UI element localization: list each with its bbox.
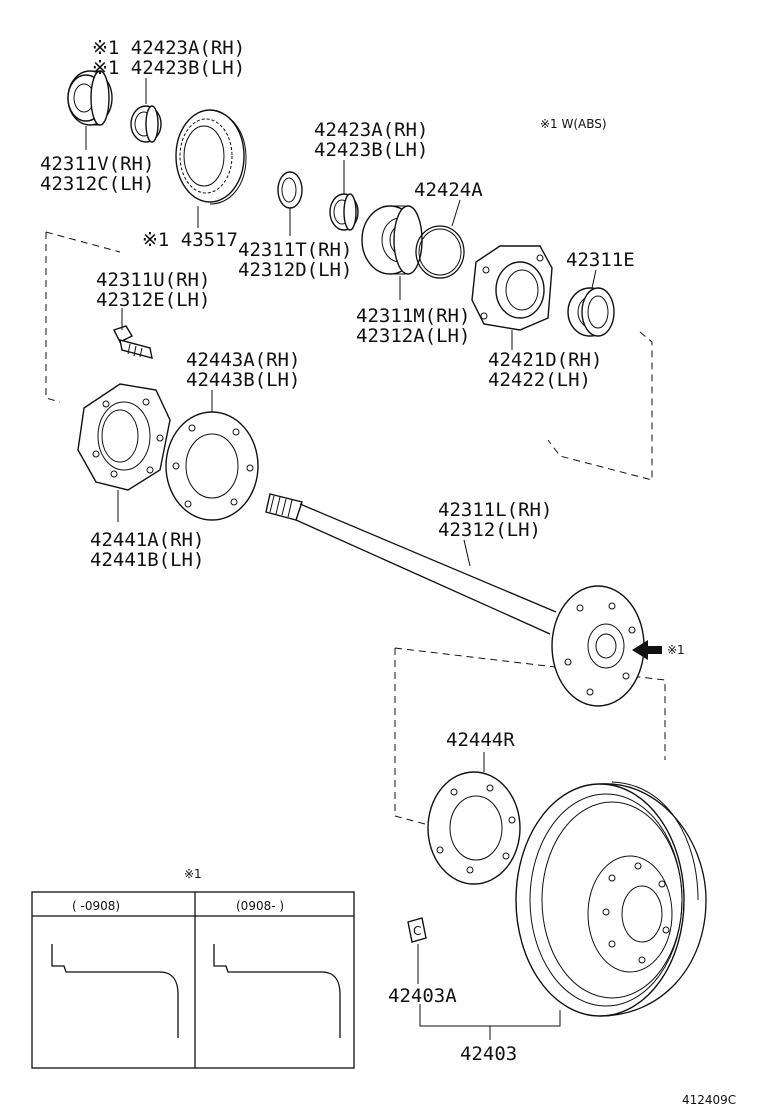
label-bearing-lh: 42312A(LH) (356, 325, 470, 347)
bearing-housing-part (471, 245, 553, 331)
label-bolt-lh: 42312E(LH) (96, 289, 210, 311)
part-labels: ※1 42423A(RH) ※1 42423B(LH) 42311V(RH) 4… (40, 37, 736, 1107)
label-oil-seal-inner-lh: 42423B(LH) (314, 139, 428, 161)
label-bearing-housing-lh: 42422(LH) (488, 369, 591, 391)
svg-text:42423B(LH): 42423B(LH) (314, 139, 428, 161)
label-drawing-number: 412409C (682, 1093, 736, 1107)
spacer-part (277, 171, 303, 209)
label-bearing-rh: 42311M(RH) (356, 305, 470, 327)
svg-text:42443A(RH): 42443A(RH) (186, 349, 300, 371)
brake-drum-part (515, 781, 707, 1017)
gasket-r-part (427, 771, 521, 885)
label-spacer-rh: 42311T(RH) (238, 239, 352, 261)
label-backing-plate-rh: 42441A(RH) (90, 529, 204, 551)
axle-shaft-part (265, 493, 645, 707)
label-note-w-abs: ※1 W(ABS) (540, 117, 607, 131)
svg-text:C: C (413, 924, 421, 938)
label-inset-marker: ※1 (184, 867, 202, 881)
svg-text:42441B(LH): 42441B(LH) (90, 549, 204, 571)
svg-text:※1 42423B(LH): ※1 42423B(LH) (92, 57, 245, 79)
svg-text:42311E: 42311E (566, 249, 635, 271)
c-mark-icon: C (407, 917, 427, 943)
svg-text:42424A: 42424A (414, 179, 483, 201)
label-hub-marker: ※1 (667, 643, 685, 657)
label-oil-seal-outer-rh: ※1 42423A(RH) (92, 37, 245, 59)
label-oil-seal-outer-lh: ※1 42423B(LH) (92, 57, 245, 79)
svg-text:42311M(RH): 42311M(RH) (356, 305, 470, 327)
svg-text:42311U(RH): 42311U(RH) (96, 269, 210, 291)
label-axle-shaft-lh: 42312(LH) (438, 519, 541, 541)
arrow-left-icon (632, 640, 662, 660)
label-bearing-housing-rh: 42421D(RH) (488, 349, 602, 371)
svg-text:42443B(LH): 42443B(LH) (186, 369, 300, 391)
svg-text:※1 W(ABS): ※1 W(ABS) (540, 117, 607, 131)
svg-text:42311V(RH): 42311V(RH) (40, 153, 154, 175)
svg-text:※1: ※1 (184, 867, 202, 881)
label-inset-col-right: (0908- ) (236, 899, 284, 913)
svg-text:※1 42423A(RH): ※1 42423A(RH) (92, 37, 245, 59)
svg-text:42422(LH): 42422(LH) (488, 369, 591, 391)
svg-text:42444R: 42444R (446, 729, 515, 751)
label-axle-shaft-rh: 42311L(RH) (438, 499, 552, 521)
hub-bolt-part (113, 325, 153, 359)
svg-text:42311T(RH): 42311T(RH) (238, 239, 352, 261)
label-backing-plate-lh: 42441B(LH) (90, 549, 204, 571)
svg-text:42312D(LH): 42312D(LH) (238, 259, 352, 281)
label-gasket-r: 42444R (446, 729, 515, 751)
svg-text:42403A: 42403A (388, 985, 457, 1007)
snap-ring-part (415, 225, 465, 279)
svg-text:42403: 42403 (460, 1043, 517, 1065)
svg-text:42312A(LH): 42312A(LH) (356, 325, 470, 347)
label-cap: 42403A (388, 985, 457, 1007)
inset-panel (31, 891, 355, 1069)
svg-text:42421D(RH): 42421D(RH) (488, 349, 602, 371)
label-gasket-plate-rh: 42443A(RH) (186, 349, 300, 371)
oil-seal-outer-part (67, 70, 113, 126)
svg-text:412409C: 412409C (682, 1093, 736, 1107)
leader-lines (85, 78, 597, 1040)
label-inset-col-left: ( -0908) (72, 899, 120, 913)
svg-text:42312(LH): 42312(LH) (438, 519, 541, 541)
label-abs-rotor: ※1 43517 (142, 229, 238, 251)
label-bolt-rh: 42311U(RH) (96, 269, 210, 291)
backing-plate-part (77, 383, 171, 491)
bearing-part (361, 205, 423, 275)
svg-text:(0908- ): (0908- ) (236, 899, 284, 913)
label-retainer-outer-lh: 42312C(LH) (40, 173, 154, 195)
gasket-plate-part (165, 411, 259, 521)
label-spacer-lh: 42312D(LH) (238, 259, 352, 281)
label-retainer-e: 42311E (566, 249, 635, 271)
svg-text:( -0908): ( -0908) (72, 899, 120, 913)
label-drum: 42403 (460, 1043, 517, 1065)
oil-seal-inner-part (329, 193, 359, 231)
svg-text:42441A(RH): 42441A(RH) (90, 529, 204, 551)
seal-ring-outer-part (130, 105, 162, 143)
label-oil-seal-inner-rh: 42423A(RH) (314, 119, 428, 141)
assembly-guides (45, 231, 666, 829)
label-gasket-plate-lh: 42443B(LH) (186, 369, 300, 391)
svg-text:42312C(LH): 42312C(LH) (40, 173, 154, 195)
svg-text:42423A(RH): 42423A(RH) (314, 119, 428, 141)
label-retainer-outer-rh: 42311V(RH) (40, 153, 154, 175)
svg-text:42311L(RH): 42311L(RH) (438, 499, 552, 521)
svg-text:※1: ※1 (667, 643, 685, 657)
svg-text:42312E(LH): 42312E(LH) (96, 289, 210, 311)
abs-rotor-part (175, 109, 247, 205)
retainer-part (567, 287, 615, 337)
svg-text:※1 43517: ※1 43517 (142, 229, 238, 251)
label-snap-ring: 42424A (414, 179, 483, 201)
